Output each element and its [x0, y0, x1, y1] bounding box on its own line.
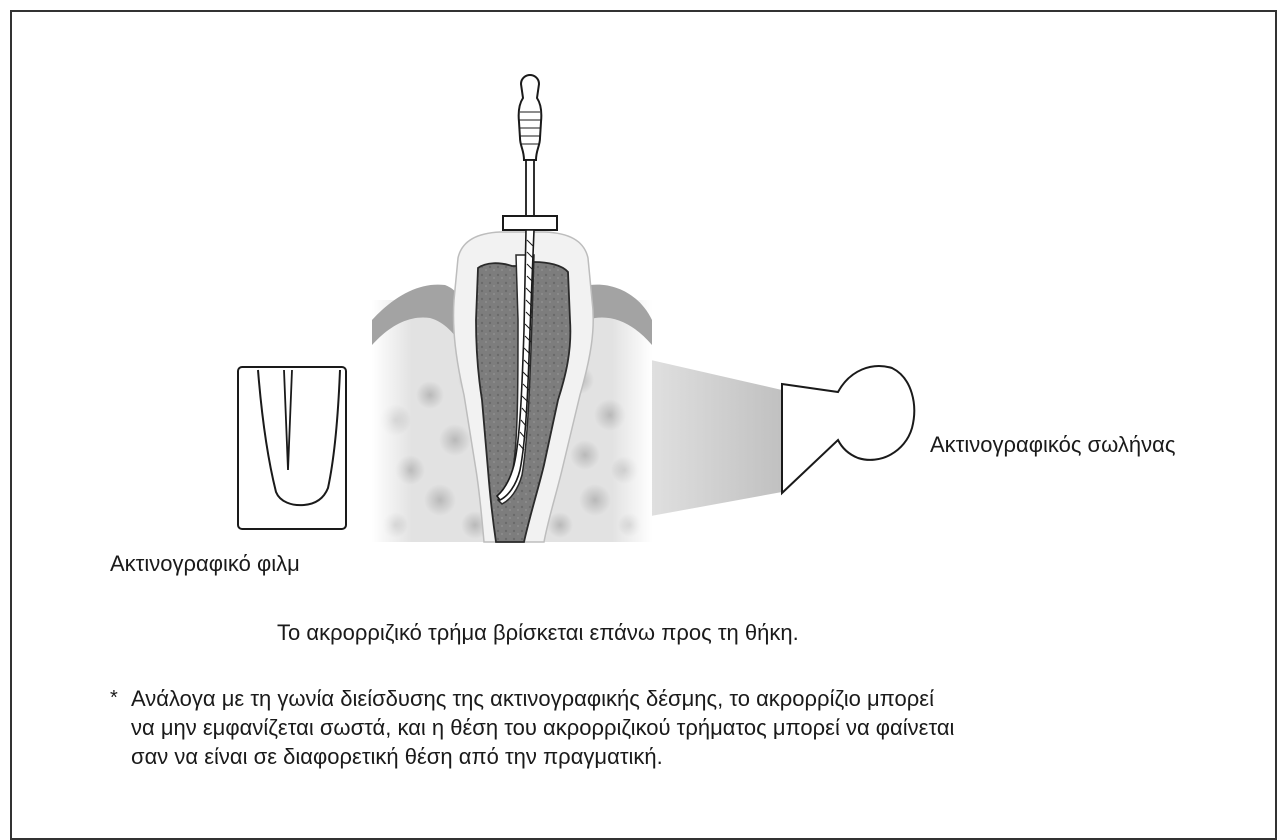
rubber-stopper — [503, 216, 557, 230]
tube-label: Ακτινογραφικός σωλήνας — [930, 432, 1175, 458]
film-label: Ακτινογραφικό φιλμ — [110, 551, 300, 577]
footnote-marker: * — [110, 684, 118, 713]
footnote-line: να μην εμφανίζεται σωστά, και η θέση του… — [131, 713, 1220, 742]
radiographic-film — [238, 367, 346, 529]
footnote: * Ανάλογα με τη γωνία διείσδυσης της ακτ… — [110, 684, 1220, 771]
caption: Το ακρορριζικό τρήμα βρίσκεται επάνω προ… — [277, 620, 799, 646]
footnote-line: Ανάλογα με τη γωνία διείσδυσης της ακτιν… — [131, 684, 1220, 713]
x-ray-tube — [782, 366, 914, 493]
file-handle — [519, 75, 542, 160]
footnote-line: σαν να είναι σε διαφορετική θέση από την… — [131, 742, 1220, 771]
